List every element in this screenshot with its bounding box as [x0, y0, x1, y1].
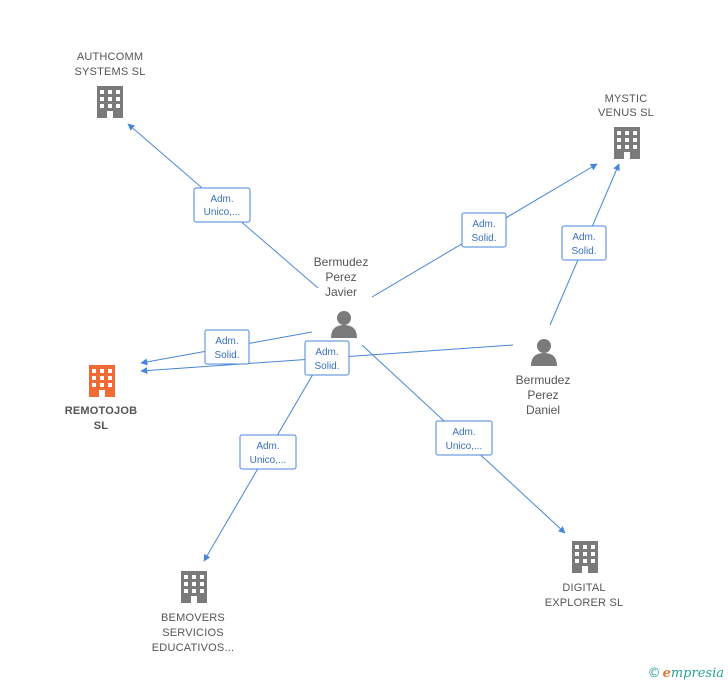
edge-label-line: Adm.: [472, 219, 495, 230]
edge-label-line: Solid.: [314, 361, 339, 372]
edge-label-daniel-remotojob[interactable]: Adm. Solid.: [304, 340, 350, 376]
node-remotojob[interactable]: REMOTOJOB SL: [65, 365, 138, 432]
node-daniel[interactable]: Bermudez Perez Daniel: [516, 339, 571, 417]
edge-label-line: Adm.: [210, 194, 233, 205]
node-label: Javier: [325, 285, 357, 299]
edge-label-javier-digital[interactable]: Adm. Unico,...: [435, 420, 493, 456]
edge-label-line: Adm.: [256, 441, 279, 452]
node-label: Perez: [325, 270, 356, 284]
edge-label-javier-authcomm[interactable]: Adm. Unico,...: [193, 187, 251, 223]
edge-label-line: Adm.: [572, 232, 595, 243]
brand-name: mpresia: [670, 666, 724, 681]
node-digital[interactable]: DIGITAL EXPLORER SL: [545, 541, 624, 609]
building-icon: [97, 86, 123, 118]
edge-label-line: Adm.: [215, 336, 238, 347]
node-bemovers[interactable]: BEMOVERS SERVICIOS EDUCATIVOS...: [152, 571, 234, 654]
building-icon: [614, 127, 640, 159]
node-label: Bermudez: [516, 373, 571, 387]
building-icon: [89, 365, 115, 397]
node-mystic[interactable]: MYSTIC VENUS SL: [598, 93, 654, 159]
watermark: ©empresia: [648, 666, 724, 681]
node-label: SERVICIOS: [162, 627, 224, 639]
building-icon: [181, 571, 207, 603]
edge-label-javier-mystic[interactable]: Adm. Solid.: [461, 212, 507, 248]
brand-initial: e: [662, 666, 671, 681]
edge-label-javier-bemovers[interactable]: Adm. Unico,...: [239, 434, 297, 470]
node-label: Bermudez: [314, 255, 369, 269]
edge-label-javier-remotojob[interactable]: Adm. Solid.: [204, 329, 250, 365]
node-label: EDUCATIVOS...: [152, 642, 234, 654]
node-label: MYSTIC: [605, 93, 648, 105]
person-icon: [531, 339, 557, 366]
node-label: DIGITAL: [562, 582, 605, 594]
copyright-icon: ©: [647, 666, 661, 681]
person-icon: [331, 311, 357, 338]
edge-label-line: Unico,...: [446, 441, 483, 452]
node-label: BEMOVERS: [161, 612, 225, 624]
edge-labels: Adm. Unico,... Adm. Solid. Adm. Solid. A…: [193, 187, 607, 470]
node-label: SYSTEMS SL: [74, 66, 145, 78]
edge-label-line: Unico,...: [204, 207, 241, 218]
edge-label-daniel-mystic[interactable]: Adm. Solid.: [561, 225, 607, 261]
node-javier[interactable]: Bermudez Perez Javier: [314, 255, 369, 338]
edge-label-line: Adm.: [315, 347, 338, 358]
node-label: Daniel: [526, 403, 560, 417]
node-label: SL: [94, 420, 109, 432]
edge-label-line: Solid.: [471, 233, 496, 244]
node-label: EXPLORER SL: [545, 597, 624, 609]
node-label: REMOTOJOB: [65, 405, 138, 417]
node-label: VENUS SL: [598, 107, 654, 119]
edge-label-line: Solid.: [571, 246, 596, 257]
node-label: Perez: [527, 388, 558, 402]
building-icon: [572, 541, 598, 573]
edge-label-line: Solid.: [214, 350, 239, 361]
edge-label-line: Adm.: [452, 427, 475, 438]
node-authcomm[interactable]: AUTHCOMM SYSTEMS SL: [74, 51, 145, 118]
edge-label-line: Unico,...: [250, 455, 287, 466]
node-label: AUTHCOMM: [77, 51, 143, 63]
